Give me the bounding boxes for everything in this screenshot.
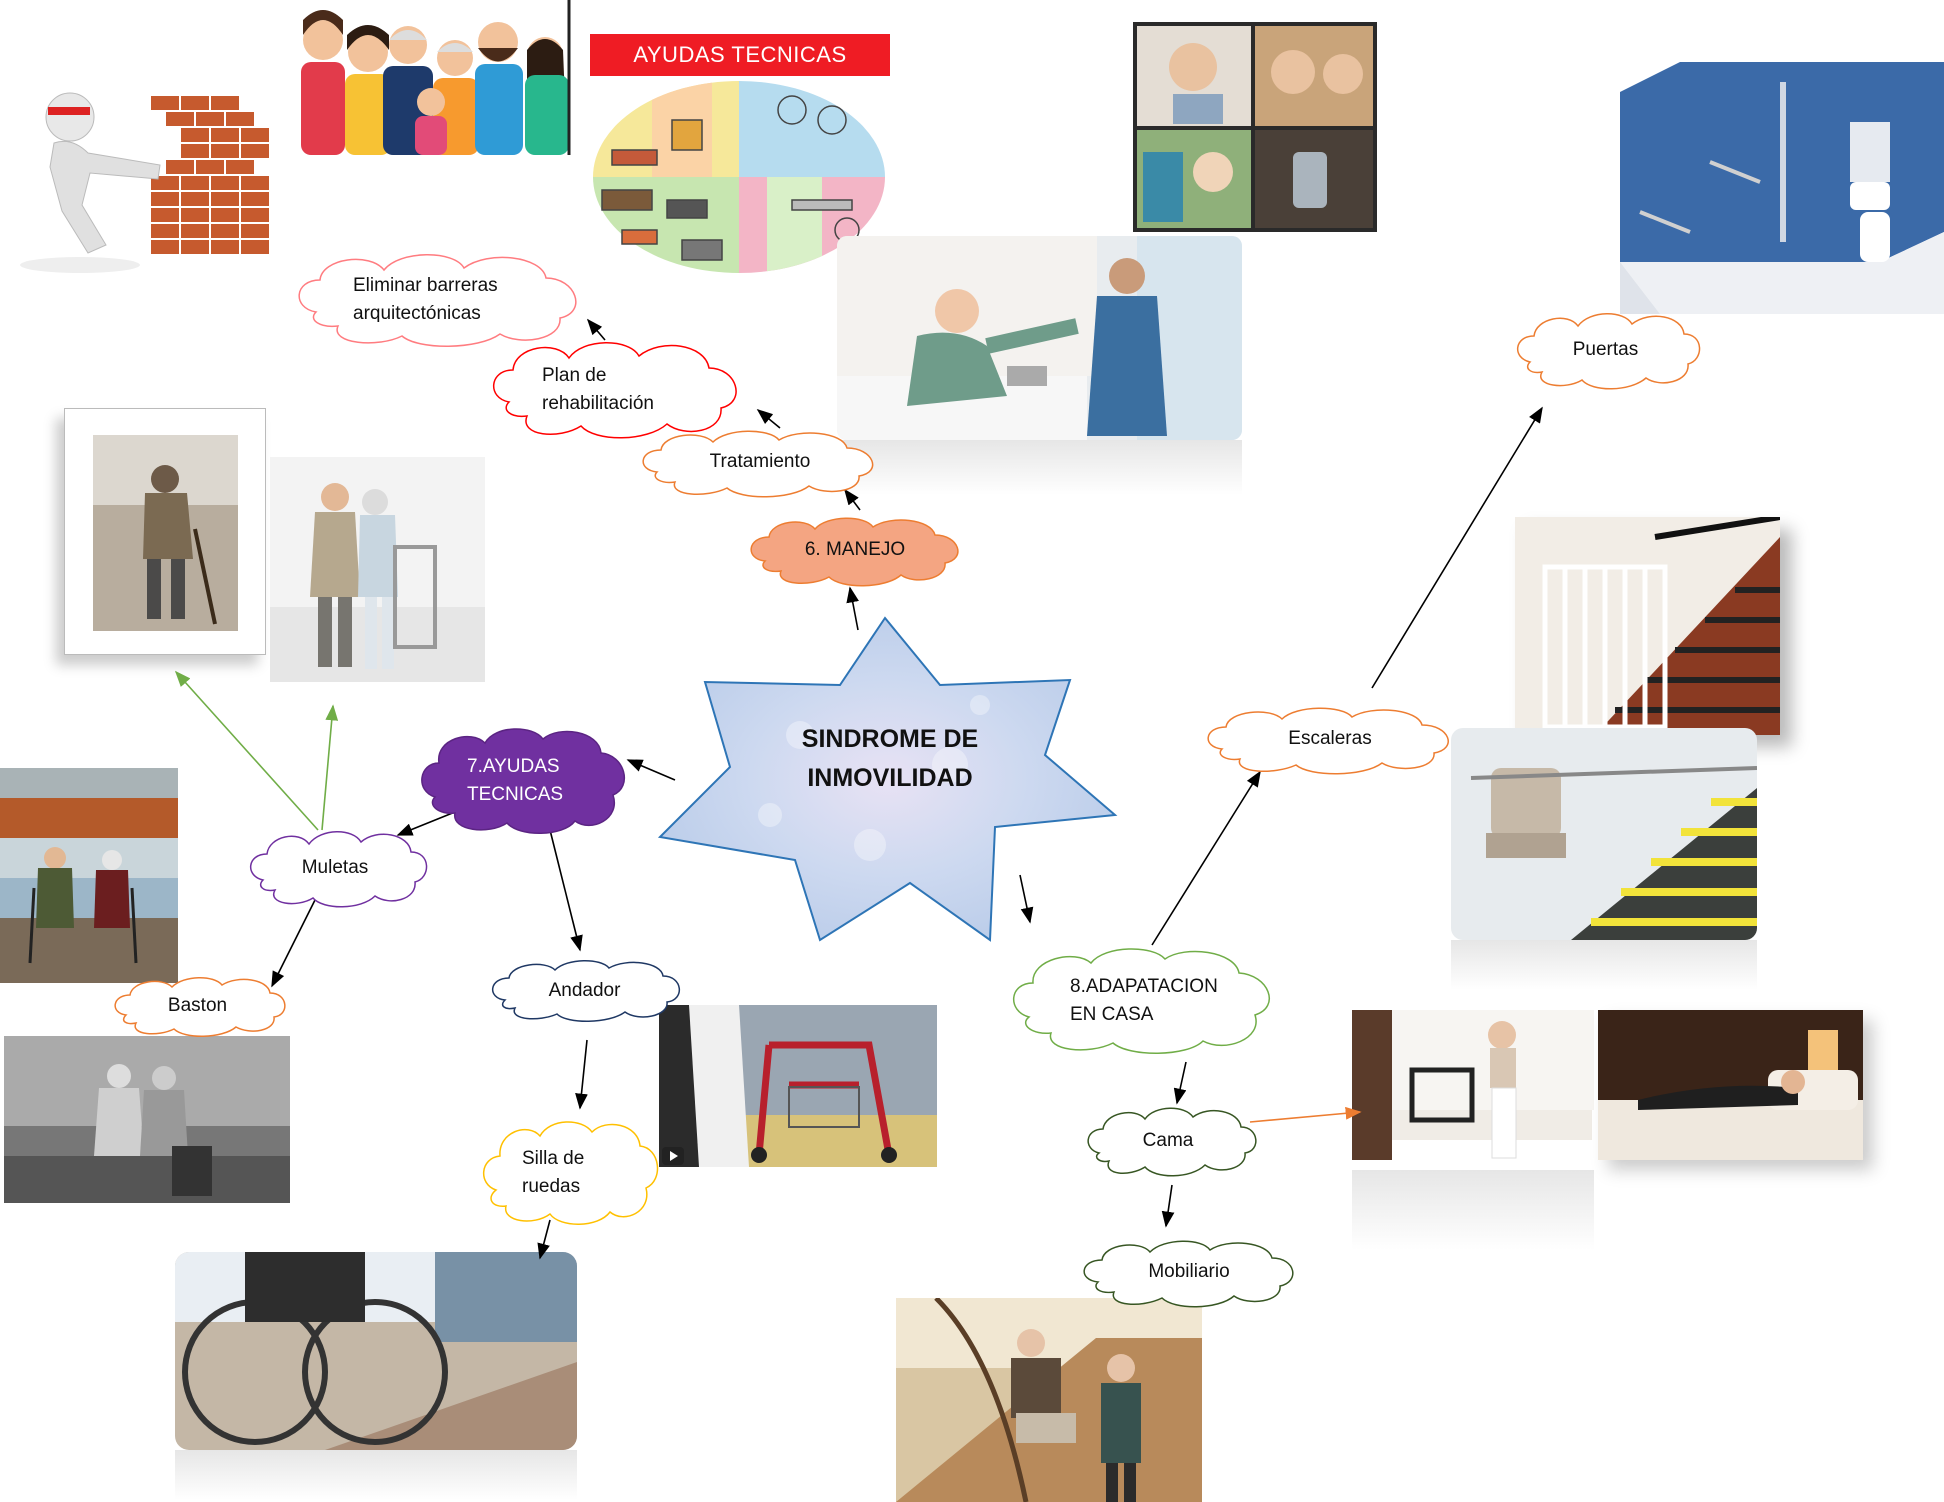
central-star <box>657 616 1118 942</box>
cloud-shape <box>1012 948 1270 1054</box>
cloud-shape <box>482 1121 659 1225</box>
node-adaptacion-label: 8.ADAPATACION EN CASA <box>1070 976 1218 1025</box>
stair-gate-photo <box>1515 517 1780 735</box>
man-with-cane-photo <box>64 408 266 655</box>
wheelchair-ramp-photo <box>175 1252 577 1450</box>
cloud-shape <box>114 977 286 1037</box>
ayudas-tecnicas-banner: AYUDAS TECNICAS <box>590 34 890 76</box>
couple-walker-photo <box>270 457 485 682</box>
node-silla: Silla de ruedas <box>478 1118 659 1228</box>
play-icon[interactable] <box>662 1147 684 1165</box>
bw-couple-photo <box>4 1036 290 1203</box>
accessible-bathroom-illustration <box>1620 62 1944 314</box>
stair-lift-photo <box>1451 728 1757 940</box>
cloud-shape <box>492 960 680 1022</box>
cloud-shape <box>1517 313 1701 390</box>
cloud-shape <box>642 430 874 498</box>
node-puertas-label: Puertas <box>1572 339 1639 361</box>
node-andador-label: Andador <box>548 980 621 1002</box>
node-eliminar: Eliminar barreras arquitectónicas <box>290 250 590 348</box>
cloud-shape <box>250 831 428 908</box>
node-escaleras: Escaleras <box>1200 705 1460 775</box>
node-plan-label: Plan de rehabilitación <box>542 365 654 414</box>
node-plan: Plan de rehabilitación <box>485 338 745 440</box>
cloud-shape <box>492 342 737 439</box>
photo-reflection <box>1352 1170 1594 1250</box>
node-adaptacion: 8.ADAPATACION EN CASA <box>1005 945 1298 1057</box>
node-ayudas-label: 7.AYUDAS TECNICAS <box>467 756 564 805</box>
node-baston-label: Baston <box>167 995 228 1017</box>
central-title: SINDROME DE INMOVILIDAD <box>801 725 979 792</box>
node-manejo: 6. MANEJO <box>745 515 965 587</box>
node-cama: Cama <box>1083 1105 1257 1177</box>
node-cama-label: Cama <box>1142 1130 1194 1152</box>
stair-chair-couple-photo <box>896 1298 1202 1502</box>
node-mobiliario-label: Mobiliario <box>1148 1261 1230 1283</box>
cloud-shape <box>750 517 959 587</box>
node-muletas-label: Muletas <box>301 857 369 879</box>
photo-reflection <box>1451 940 1757 990</box>
node-muletas: Muletas <box>245 828 428 908</box>
nurse-helping-photo <box>837 236 1242 440</box>
photo-reflection <box>837 440 1242 495</box>
node-silla-label: Silla de ruedas <box>522 1148 585 1197</box>
photo-reflection <box>175 1450 577 1500</box>
node-escaleras-label: Escaleras <box>1288 728 1372 750</box>
node-puertas: Puertas <box>1512 310 1701 390</box>
node-baston: Baston <box>110 975 286 1037</box>
node-tratamiento: Tratamiento <box>635 428 885 498</box>
node-manejo-label: 6. MANEJO <box>804 539 906 561</box>
family-photo <box>283 0 573 155</box>
walker-photo <box>659 1005 937 1167</box>
cloud-shape <box>1087 1107 1257 1177</box>
cloud-shape <box>421 728 625 834</box>
cloud-shape <box>1083 1240 1294 1308</box>
node-tratamiento-label: Tratamiento <box>709 451 811 473</box>
bed-rail-photo <box>1352 1010 1594 1170</box>
node-ayudas: 7.AYUDAS TECNICAS <box>415 725 630 837</box>
node-eliminar-label: Eliminar barreras arquitectónicas <box>353 275 498 322</box>
node-mobiliario: Mobiliario <box>1078 1238 1300 1308</box>
brick-wall-illustration <box>10 55 285 285</box>
elderly-drinking-collage <box>1133 22 1377 232</box>
cloud-shape <box>298 254 577 347</box>
couple-lake-photo <box>0 768 178 983</box>
cloud-shape <box>1207 707 1449 775</box>
node-andador: Andador <box>487 958 682 1024</box>
man-in-bed-photo <box>1598 1010 1863 1160</box>
